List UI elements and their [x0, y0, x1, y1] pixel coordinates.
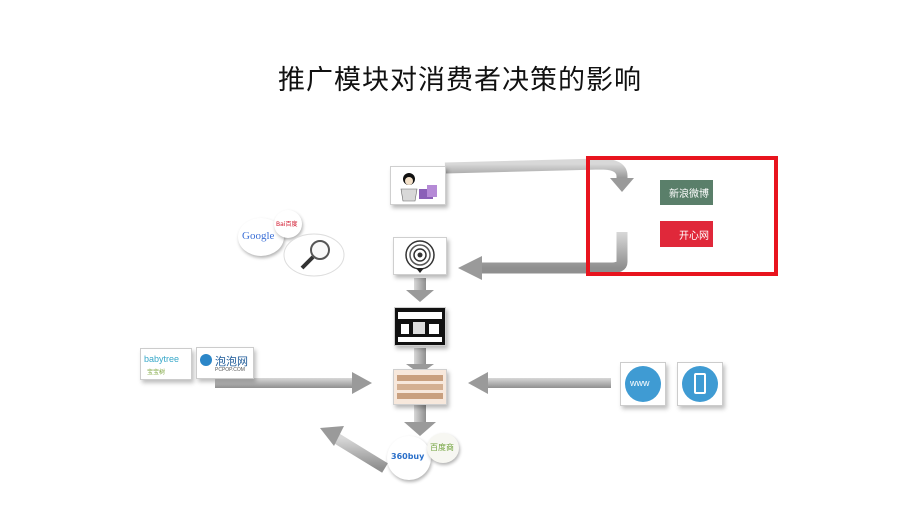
mobile-channel: [677, 362, 723, 406]
babytree-logo: babytree 宝宝树: [140, 348, 192, 380]
google-label: Google: [242, 230, 275, 242]
arrow-left-sites: [215, 378, 355, 388]
magnifier-icon: [283, 233, 345, 277]
weibo-label: 新浪微博: [669, 189, 709, 200]
shop-baidu: 百度商: [427, 433, 459, 463]
arrow-right-channels: [486, 378, 611, 388]
babytree-label: babytree: [144, 354, 180, 364]
paopao-label: 泡泡网: [215, 356, 248, 368]
phone-icon: [694, 373, 706, 394]
baidu-label: Bai百度: [276, 221, 298, 228]
arrow-to-sns-head: [610, 178, 634, 192]
phone-circle: [682, 366, 718, 402]
www-icon: [625, 366, 661, 402]
store-icon: [395, 308, 445, 345]
paopao-dot: [200, 354, 212, 366]
shelf-icon: [394, 370, 446, 404]
arrow-down-2: [414, 348, 426, 366]
web-channel: www: [620, 362, 666, 406]
arrow-from-sns-head: [458, 256, 482, 280]
highlight-box: [586, 156, 778, 276]
arrow-down-1: [414, 278, 426, 292]
weibo-logo: 新浪微博: [660, 180, 713, 205]
s360-label: 360buy: [391, 452, 425, 461]
babytree-sub: 宝宝树: [147, 370, 166, 376]
arrow-from-sns: [480, 232, 628, 274]
www-label: www: [630, 378, 650, 388]
consumer-node: [390, 166, 446, 205]
shopper-icon: [400, 173, 437, 202]
arrow-down-3: [414, 404, 426, 424]
shop-360buy: 360buy: [387, 436, 431, 480]
page-title: 推广模块对消费者决策的影响: [278, 65, 642, 96]
kaixin-logo: 开心网: [660, 221, 713, 247]
paopao-logo: 泡泡网 PCPOP.COM: [196, 347, 254, 379]
baidu-badge: Bai百度: [274, 210, 302, 238]
spiral-icon: [405, 240, 435, 273]
baidu-shop-label: 百度商: [430, 443, 454, 452]
arrow-diagonal: [333, 433, 388, 473]
store-node: [394, 307, 446, 346]
kaixin-label: 开心网: [679, 230, 709, 242]
arrow-to-sns: [444, 158, 628, 180]
product-node: [393, 369, 447, 405]
attention-node: [393, 237, 447, 275]
paopao-sub: PCPOP.COM: [215, 367, 245, 373]
